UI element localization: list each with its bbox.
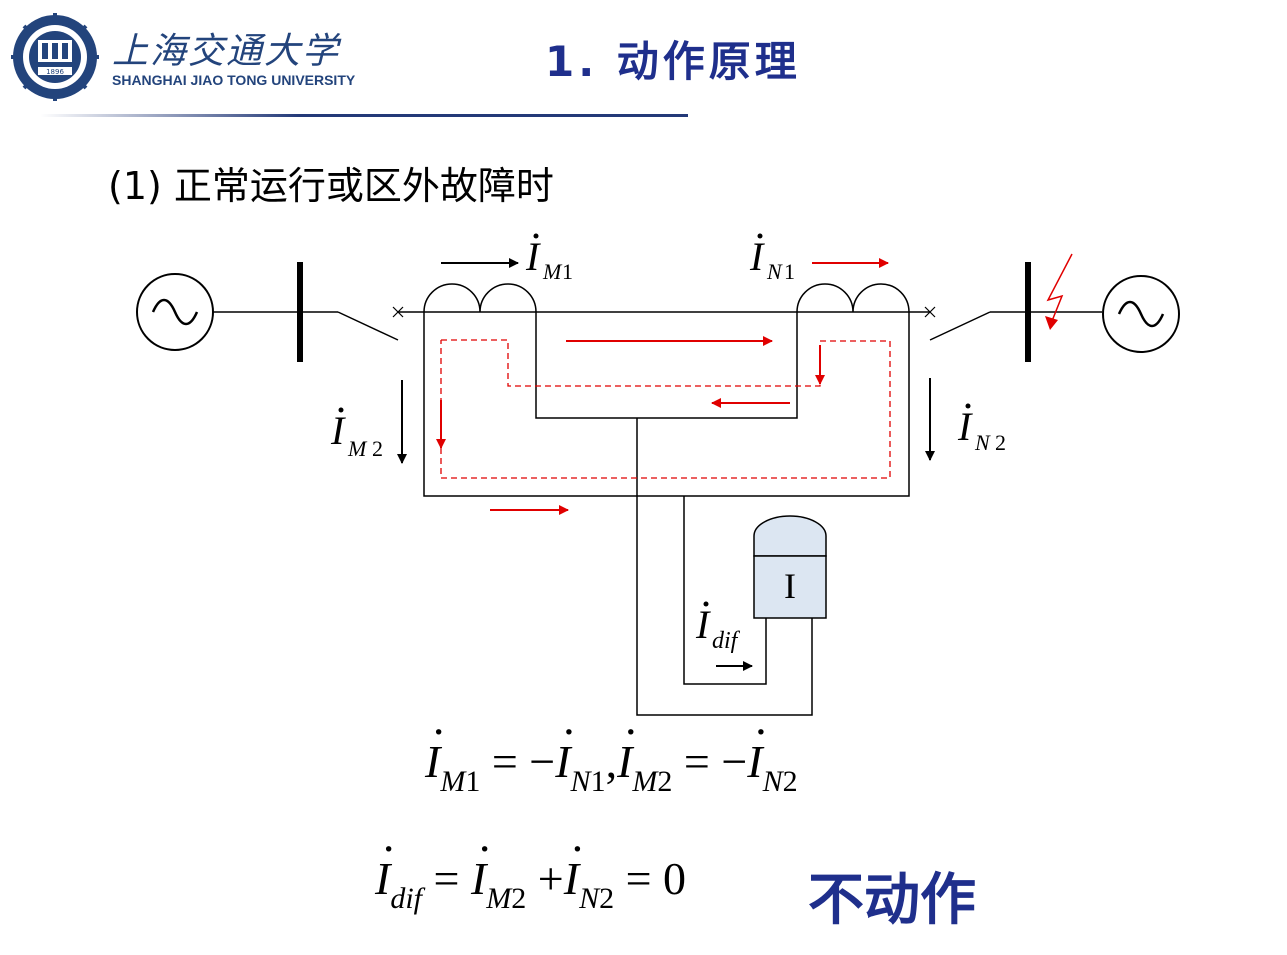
label-idif: I dif — [695, 601, 741, 654]
circulating-current-path — [440, 339, 891, 479]
breaker-right-contact-icon — [924, 306, 936, 318]
ct-m-coil-icon — [423, 283, 537, 313]
secondary-circuit-wiring — [423, 312, 910, 716]
source-left-icon — [136, 273, 214, 351]
slide-header: 1896 上海交通大学 SHANGHAI JIAO TONG UNIVERSIT… — [0, 0, 1287, 120]
svg-text:1: 1 — [562, 259, 573, 284]
label-in2: I N 2 — [957, 403, 1006, 455]
equation-current-relation: IM1 = −IN1,IM2 = −IN2 — [425, 705, 798, 798]
differential-relay: I — [753, 515, 827, 619]
university-name-chinese: 上海交通大学 — [112, 31, 341, 72]
breaker-left-blade — [337, 311, 399, 341]
svg-text:2: 2 — [372, 436, 383, 461]
svg-text:N: N — [974, 430, 991, 455]
svg-text:dif: dif — [712, 628, 741, 654]
svg-text:I: I — [695, 602, 711, 647]
university-name-english: SHANGHAI JIAO TONG UNIVERSITY — [112, 72, 356, 88]
svg-text:I: I — [957, 404, 973, 449]
ct-n-coil-icon — [796, 283, 910, 313]
page-title: 1. 动作原理 — [545, 37, 801, 86]
svg-text:I: I — [784, 566, 796, 606]
svg-text:1896: 1896 — [46, 68, 64, 76]
svg-text:I: I — [749, 234, 765, 279]
source-right-icon — [1102, 275, 1180, 353]
svg-text:I: I — [525, 234, 541, 279]
section-heading: (1) 正常运行或区外故障时 — [108, 164, 554, 208]
label-im1: I M 1 — [525, 233, 573, 284]
svg-text:1: 1 — [784, 259, 795, 284]
svg-text:N: N — [766, 259, 783, 284]
label-in1: I N 1 — [749, 233, 795, 284]
relay-verdict: 不动作 — [808, 868, 976, 933]
university-seal-icon: 1896 — [11, 13, 99, 101]
fault-lightning-icon — [1045, 253, 1073, 330]
svg-text:I: I — [330, 408, 346, 453]
breaker-right-blade — [929, 311, 991, 341]
svg-text:M: M — [542, 259, 563, 284]
svg-text:M: M — [347, 436, 368, 461]
equation-differential-current: Idif = IM2 +IN2 = 0 — [375, 822, 686, 915]
svg-text:2: 2 — [995, 430, 1006, 455]
title-underline — [40, 114, 688, 117]
label-im2: I M 2 — [330, 407, 383, 461]
